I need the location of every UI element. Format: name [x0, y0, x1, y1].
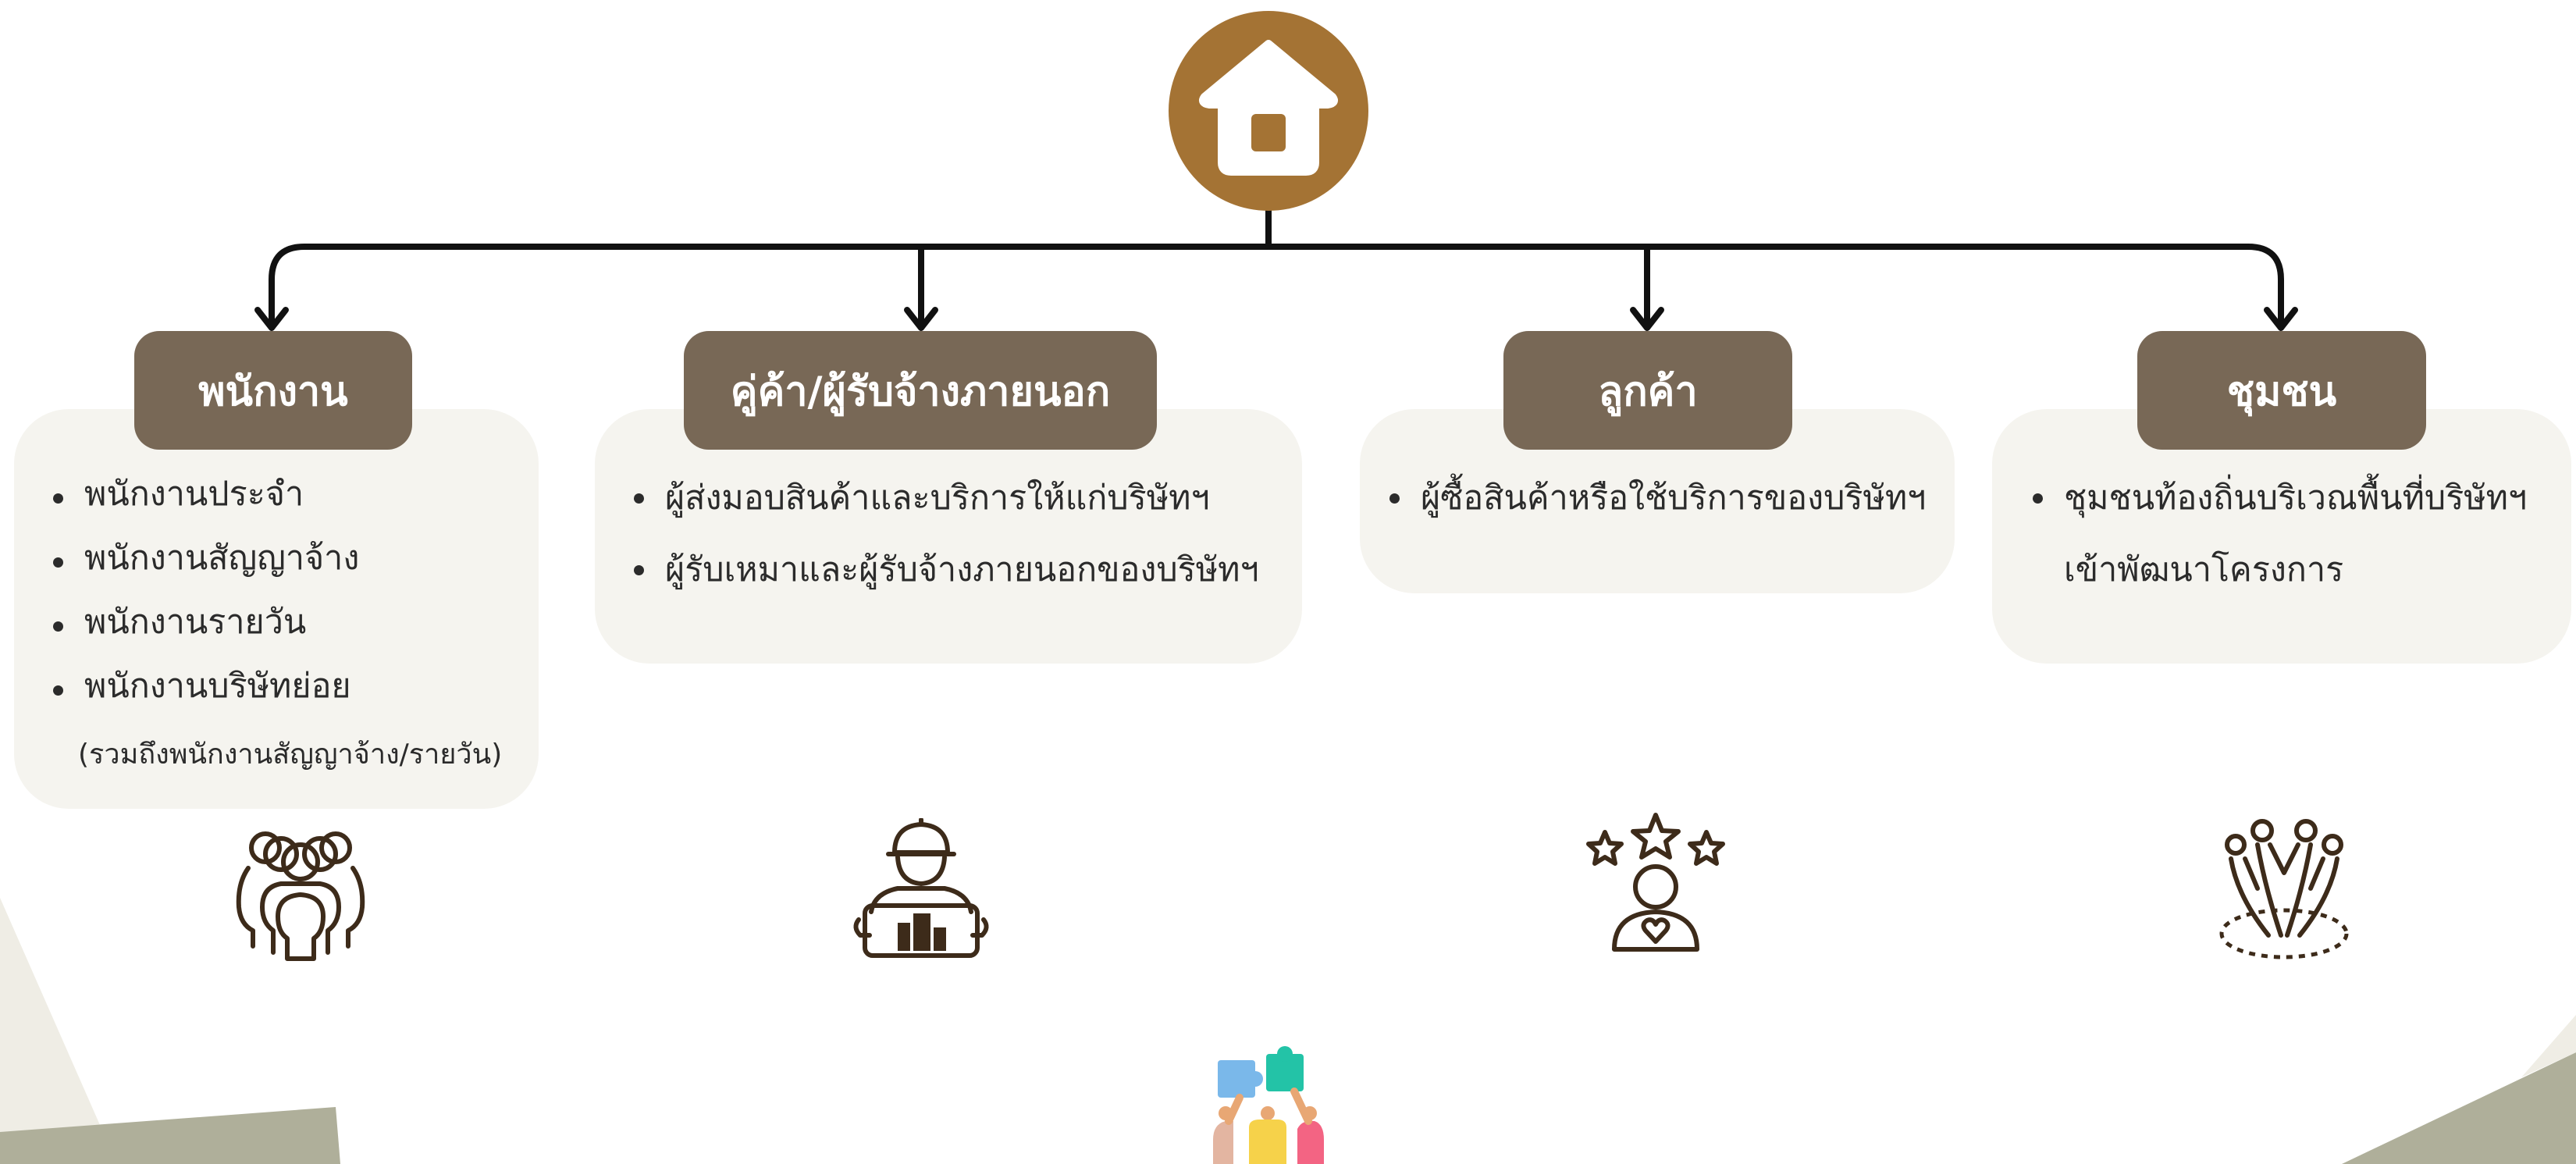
list-item: พนักงานประจำ: [47, 462, 359, 526]
arrow-head-customers: [1630, 307, 1664, 331]
branch-right: [1265, 244, 2284, 327]
construction-worker-icon: [853, 818, 989, 958]
panel-employees: [14, 409, 539, 809]
decor-olive-left: [0, 1107, 340, 1164]
list-item-continuation: เข้าพัฒนาโครงการ: [2064, 550, 2344, 589]
decor-triangle-left: [0, 898, 117, 1164]
arrow-head-partners: [904, 307, 938, 331]
list-partners: ผู้ส่งมอบสินค้าและบริการให้แก่บริษัทฯ ผู…: [628, 462, 1259, 606]
list-customers: ผู้ซื้อสินค้าหรือใช้บริการของบริษัทฯ: [1383, 462, 1926, 534]
header-partners: คู่ค้า/ผู้รับจ้างภายนอก: [684, 331, 1157, 450]
panel-partners: [595, 409, 1302, 664]
list-item: พนักงานรายวัน: [47, 590, 359, 654]
header-customers: ลูกค้า: [1503, 331, 1792, 450]
list-community: ชุมชนท้องถิ่นบริเวณพื้นที่บริษัทฯ เข้าพั…: [2026, 462, 2527, 606]
list-item: พนักงานสัญญาจ้าง: [47, 526, 359, 590]
list-item: ผู้ส่งมอบสินค้าและบริการให้แก่บริษัทฯ: [628, 462, 1259, 534]
decor-beige-right: [2521, 1015, 2576, 1077]
community-icon: [2219, 819, 2349, 959]
teamwork-puzzle-icon: [1213, 1046, 1324, 1164]
branch-left: [269, 244, 1272, 327]
employees-note: (รวมถึงพนักงานสัญญาจ้าง/รายวัน): [78, 739, 503, 771]
customer-stars-icon: [1586, 813, 1725, 952]
list-employees: พนักงานประจำ พนักงานสัญญาจ้าง พนักงานราย…: [47, 462, 359, 718]
arrow-head-employees: [254, 307, 289, 331]
header-community: ชุมชน: [2137, 331, 2426, 450]
list-item: ชุมชนท้องถิ่นบริเวณพื้นที่บริษัทฯ: [2026, 462, 2527, 534]
list-item: พนักงานบริษัทย่อย: [47, 654, 359, 718]
people-group-icon: [236, 831, 365, 961]
home-icon: [1169, 11, 1368, 211]
header-employees: พนักงาน: [134, 331, 412, 450]
list-item: ผู้รับเหมาและผู้รับจ้างภายนอกของบริษัทฯ: [628, 534, 1259, 606]
list-item: ผู้ซื้อสินค้าหรือใช้บริการของบริษัทฯ: [1383, 462, 1926, 534]
panel-community: [1992, 409, 2571, 664]
decor-olive-right: [2342, 1052, 2576, 1164]
arrow-head-community: [2264, 307, 2298, 331]
